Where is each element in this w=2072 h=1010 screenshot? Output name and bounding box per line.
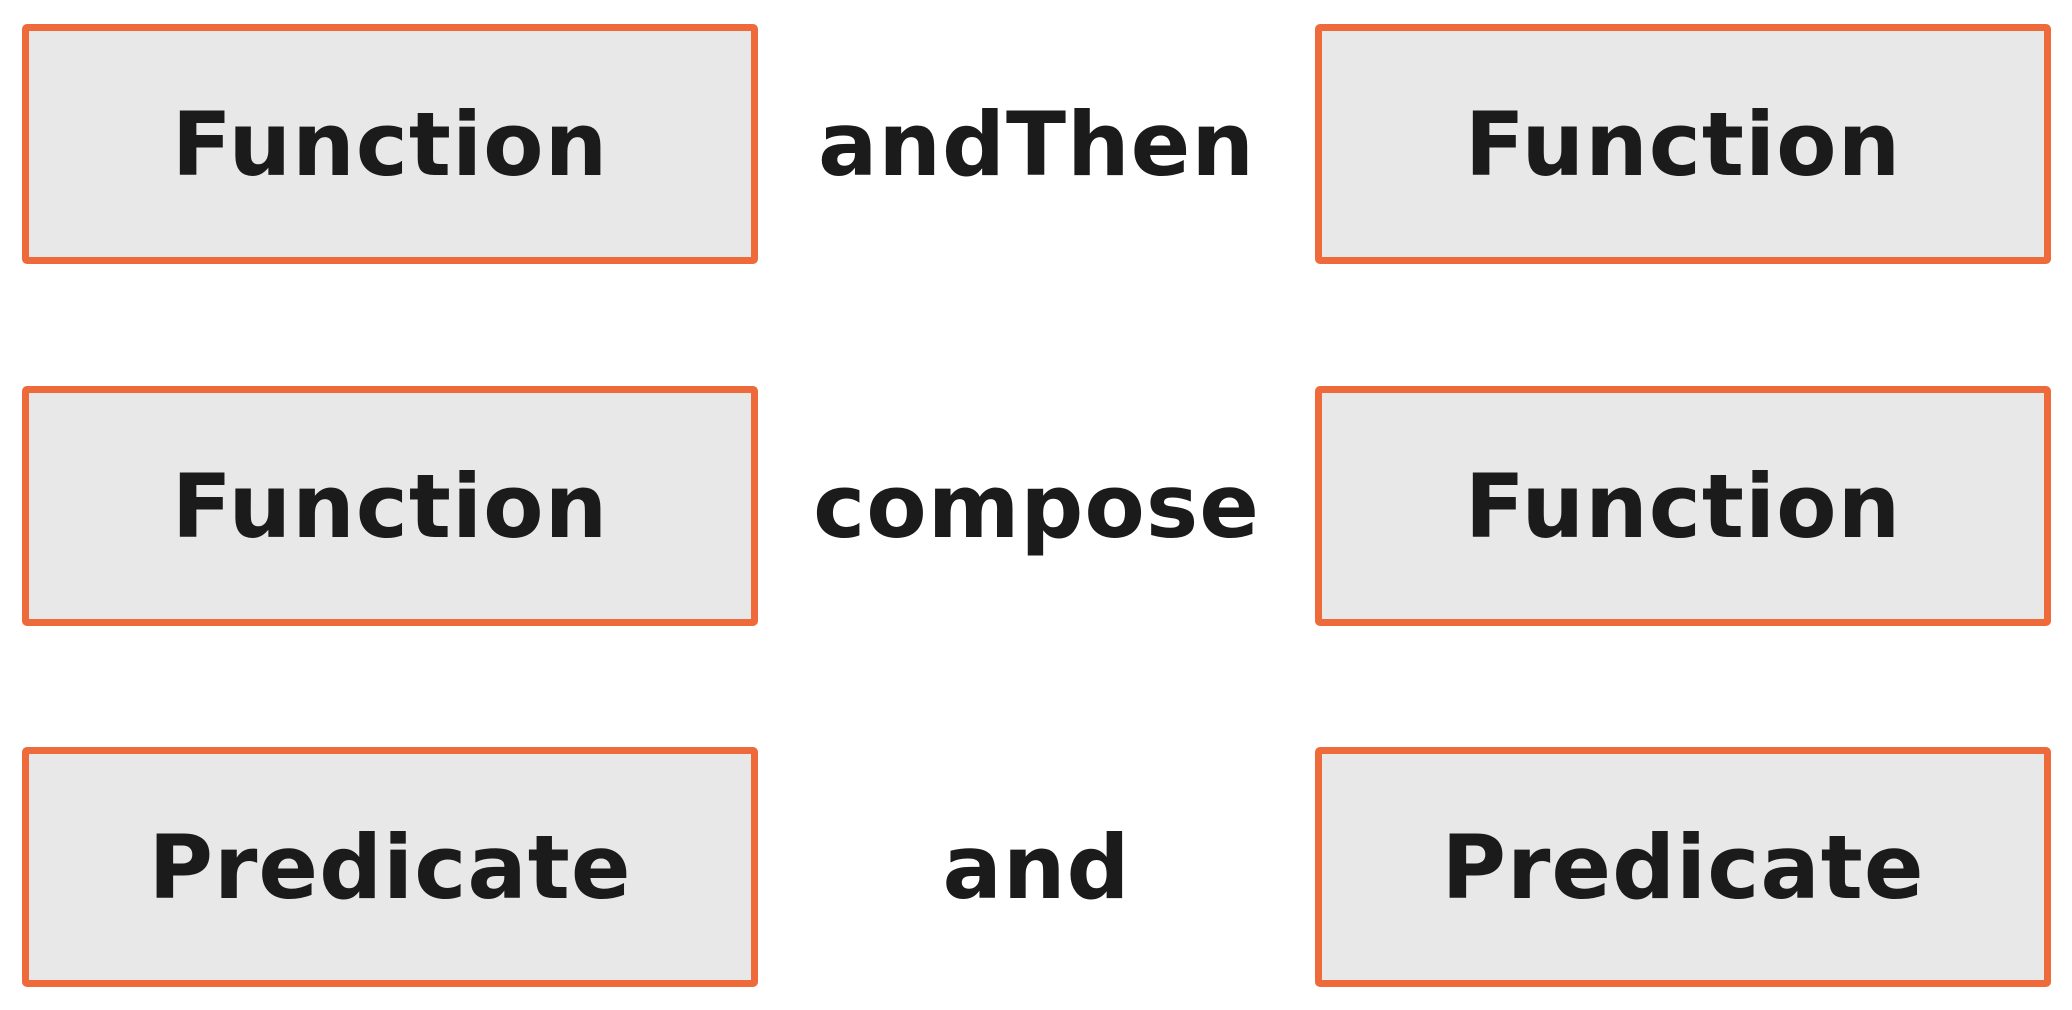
composition-row-andthen: Function andThen Function	[0, 24, 2072, 264]
right-operand-label: Function	[1464, 454, 1902, 558]
left-operand-box: Function	[22, 24, 758, 264]
composition-row-compose: Function compose Function	[0, 386, 2072, 626]
left-operand-label: Function	[171, 92, 609, 196]
composition-row-and: Predicate and Predicate	[0, 747, 2072, 987]
right-operand-box: Function	[1315, 386, 2051, 626]
left-operand-box: Predicate	[22, 747, 758, 987]
operator-label: andThen	[817, 92, 1256, 196]
right-operand-box: Predicate	[1315, 747, 2051, 987]
operator-label: and	[942, 815, 1131, 919]
operator-label: compose	[813, 454, 1260, 558]
left-operand-label: Predicate	[148, 815, 632, 919]
left-operand-label: Function	[171, 454, 609, 558]
left-operand-box: Function	[22, 386, 758, 626]
right-operand-box: Function	[1315, 24, 2051, 264]
right-operand-label: Function	[1464, 92, 1902, 196]
right-operand-label: Predicate	[1441, 815, 1925, 919]
